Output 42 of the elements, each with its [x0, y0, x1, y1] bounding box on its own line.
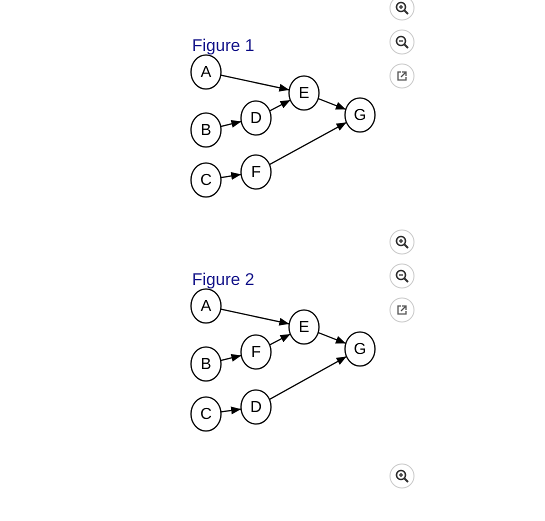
- node-ellipse: [190, 346, 222, 382]
- arrow: [269, 356, 347, 400]
- node-label: D: [249, 399, 263, 417]
- arrow: [220, 308, 290, 326]
- arrow: [220, 74, 290, 92]
- node-label: E: [298, 85, 310, 103]
- node-label: B: [200, 356, 212, 374]
- node-ellipse: [344, 97, 376, 133]
- node-label: C: [199, 406, 213, 424]
- node-label: A: [200, 64, 212, 82]
- node-label: G: [352, 341, 368, 359]
- arrow: [269, 334, 291, 346]
- arrow: [318, 98, 346, 110]
- node-ellipse: [240, 334, 272, 370]
- figure-title: Figure 2: [192, 270, 254, 290]
- node-ellipse: [240, 154, 272, 190]
- figure-title: Figure 1: [192, 36, 254, 56]
- arrow: [220, 406, 242, 414]
- node-ellipse: [190, 54, 222, 90]
- node-ellipse: [190, 396, 222, 432]
- node-label: A: [200, 298, 212, 316]
- arrow: [220, 172, 242, 180]
- arrow: [220, 354, 242, 362]
- node-label: G: [352, 107, 368, 125]
- node-label: F: [250, 164, 262, 182]
- node-ellipse: [288, 309, 320, 345]
- arrow: [269, 100, 291, 112]
- node-label: E: [298, 319, 310, 337]
- node-label: C: [199, 172, 213, 190]
- node-label: B: [200, 122, 212, 140]
- node-ellipse: [344, 331, 376, 367]
- node-label: D: [249, 110, 263, 128]
- arrow: [220, 120, 242, 128]
- node-ellipse: [190, 288, 222, 324]
- node-ellipse: [190, 162, 222, 198]
- node-ellipse: [240, 100, 272, 136]
- node-ellipse: [190, 112, 222, 148]
- arrow: [318, 332, 346, 344]
- node-label: F: [250, 344, 262, 362]
- arrow: [269, 122, 347, 166]
- node-ellipse: [240, 389, 272, 425]
- node-ellipse: [288, 75, 320, 111]
